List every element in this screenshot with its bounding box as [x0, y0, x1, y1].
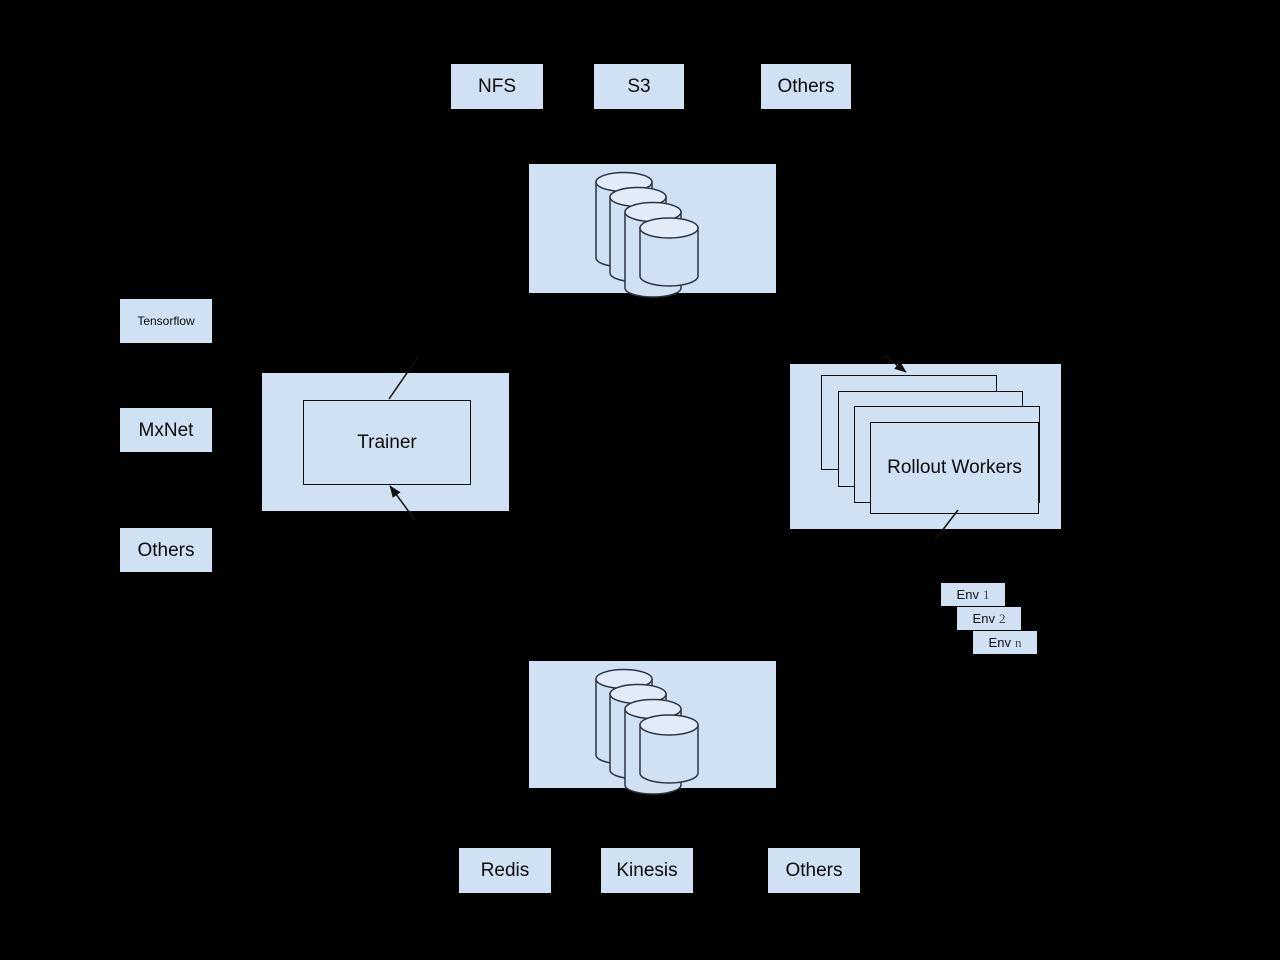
- rollout-workers-box[interactable]: Rollout Workers: [870, 422, 1039, 514]
- trainer-label: Trainer: [357, 431, 417, 453]
- stream-box-others[interactable]: Others: [768, 848, 860, 893]
- trainer-box[interactable]: Trainer: [303, 400, 471, 485]
- stream-label-kinesis: Kinesis: [616, 860, 678, 881]
- storage-label-s3: S3: [627, 76, 651, 97]
- framework-label-tensorflow: Tensorflow: [137, 314, 195, 328]
- env-chip-2-name: Env: [972, 611, 995, 626]
- env-chip-n[interactable]: Env n: [973, 631, 1037, 654]
- env-chip-2[interactable]: Env 2: [957, 607, 1021, 630]
- storage-box-others[interactable]: Others: [761, 64, 851, 109]
- upper-storage-panel: [529, 164, 776, 293]
- framework-box-others[interactable]: Others: [120, 528, 212, 572]
- env-chip-n-name: Env: [988, 635, 1011, 650]
- env-chip-1[interactable]: Env 1: [941, 583, 1005, 606]
- framework-label-mxnet: MxNet: [138, 419, 194, 441]
- env-chip-n-index: n: [1014, 634, 1022, 650]
- framework-label-others: Others: [137, 539, 195, 561]
- storage-box-nfs[interactable]: NFS: [451, 64, 543, 109]
- framework-box-tensorflow[interactable]: Tensorflow: [120, 299, 212, 343]
- stream-box-redis[interactable]: Redis: [459, 848, 551, 893]
- storage-label-nfs: NFS: [478, 76, 516, 97]
- lower-storage-panel: [529, 661, 776, 788]
- stream-label-redis: Redis: [480, 860, 530, 881]
- framework-box-mxnet[interactable]: MxNet: [120, 408, 212, 452]
- rollout-workers-label: Rollout Workers: [887, 457, 1022, 478]
- storage-label-others: Others: [777, 76, 835, 97]
- env-chip-1-name: Env: [956, 587, 979, 602]
- stream-label-others: Others: [785, 860, 843, 881]
- env-chip-1-index: 1: [982, 586, 990, 602]
- stream-box-kinesis[interactable]: Kinesis: [601, 848, 693, 893]
- storage-box-s3[interactable]: S3: [594, 64, 684, 109]
- env-chip-2-index: 2: [998, 610, 1006, 626]
